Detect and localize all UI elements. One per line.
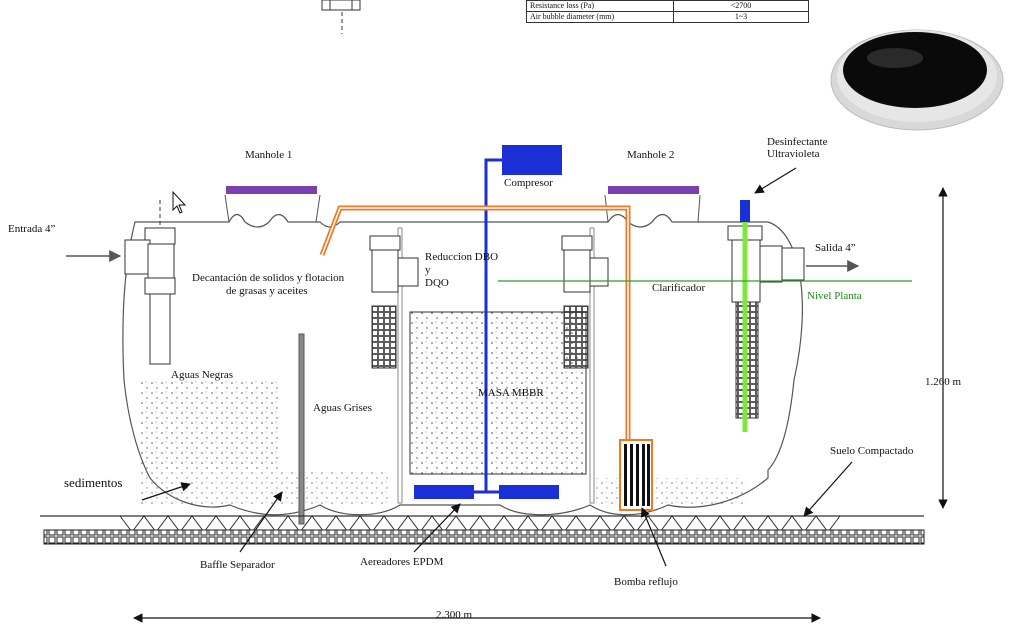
sediments-label: sedimentos: [64, 475, 123, 490]
spec-param: Air bubble diameter (mm): [526, 11, 674, 23]
spec-value: 1~3: [673, 11, 809, 23]
plant-level-label: Nivel Planta: [807, 290, 862, 302]
ground-base: [40, 515, 925, 545]
aerator-left: [414, 485, 474, 499]
black-water-label: Aguas Negras: [171, 369, 234, 381]
sediment-area-right: [596, 478, 746, 504]
reduction-label-line3: DQO: [425, 277, 449, 289]
width-label: 2.300 m: [436, 609, 473, 621]
decantation-label-line2: de grasas y aceites: [226, 285, 308, 297]
compressor-label: Compresor: [504, 177, 553, 189]
tee-fitting-left: [369, 235, 419, 369]
mbbr-label: MASA MBBR: [478, 387, 544, 399]
clarifier-label: Clarificador: [652, 282, 706, 294]
reduction-label-line1: Reduccion DBO: [425, 251, 499, 263]
uv-pointer-arrow: [754, 167, 797, 194]
sediment-area-left: [140, 380, 280, 470]
manhole-2-lid: [608, 186, 699, 194]
compressor: [502, 145, 562, 175]
spec-table: Resistance loss (Pa) <2700 Air bubble di…: [526, 0, 809, 23]
inlet-label: Entrada 4”: [8, 223, 56, 235]
top-fitting: [321, 0, 361, 34]
diffuser-disc-image: [830, 29, 1004, 131]
sediment-arrow: [141, 482, 191, 501]
decantation-label-line1: Decantación de solidos y flotacion: [192, 272, 345, 284]
aerators-label: Aereadores EPDM: [360, 556, 444, 568]
pump-label: Bomba reflujo: [614, 576, 678, 588]
mouse-cursor-icon: [172, 190, 187, 214]
outlet-label: Salida 4”: [815, 242, 856, 254]
table-row: Resistance loss (Pa) <2700: [526, 0, 809, 12]
height-label: 1.260 m: [925, 376, 962, 388]
baffle-pointer-arrow: [239, 491, 283, 553]
spec-value: <2700: [673, 0, 809, 12]
air-line: [484, 158, 502, 492]
aerator-pointer-arrow: [413, 503, 461, 553]
return-line: [319, 205, 631, 440]
inlet-pipe: [124, 200, 176, 365]
baffle-label: Baffle Separador: [200, 559, 275, 571]
ultraviolet-label: Ultravioleta: [767, 148, 820, 160]
reduction-label-line2: y: [425, 264, 431, 276]
disinfectant-label: Desinfectante: [767, 136, 828, 148]
spec-param: Resistance loss (Pa): [526, 0, 674, 12]
manhole-2-label: Manhole 2: [627, 149, 675, 161]
manhole-1-lid: [226, 186, 317, 194]
table-row: Air bubble diameter (mm) 1~3: [526, 11, 809, 23]
pump-pointer-arrow: [640, 507, 667, 567]
ground-label: Suelo Compactado: [830, 445, 914, 457]
ground-pointer-arrow: [803, 461, 853, 517]
return-pump-bars: [624, 444, 650, 506]
manhole-1-label: Manhole 1: [245, 149, 293, 161]
mbbr-media-block: [409, 311, 587, 475]
grey-water-label: Aguas Grises: [313, 402, 372, 414]
aerator-right: [499, 485, 559, 499]
outlet-fitting: [727, 200, 805, 432]
baffle-separator: [298, 333, 305, 525]
